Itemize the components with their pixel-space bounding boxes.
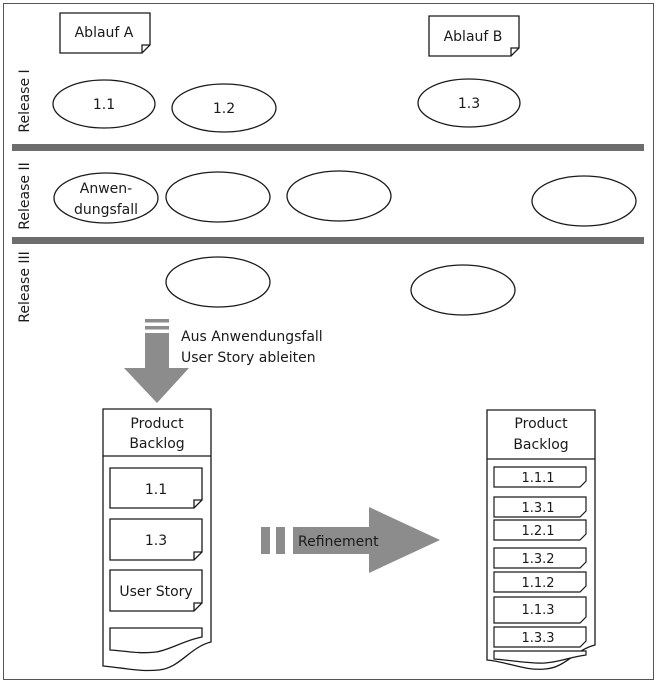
story-card-label: 1.3.2: [521, 552, 554, 567]
use-case-ellipse: [53, 172, 159, 224]
story-card: 1.2.1: [493, 519, 587, 541]
release-label-3: Release III: [17, 251, 33, 323]
use-case-label-line2: dungsfall: [74, 202, 138, 218]
use-case-ellipse: [531, 175, 637, 227]
story-card: 1.3.1: [493, 496, 587, 518]
use-case-ellipse: [286, 170, 392, 222]
derive-text-line1: Aus Anwendungsfall: [181, 329, 323, 345]
use-case-ellipse: [52, 79, 156, 129]
use-case-ellipse: [410, 264, 516, 316]
story-card-label: 1.1.3: [521, 603, 554, 618]
use-case-label-line1: Anwen-: [80, 181, 132, 197]
story-card-label: 1.3.3: [521, 631, 554, 646]
backlog-title-line1: Product: [130, 416, 184, 432]
product-backlog-left: Product Backlog 1.1 1.3 User Story: [102, 408, 212, 672]
story-card-label: 1.1.2: [521, 576, 554, 591]
story-card: User Story: [109, 569, 203, 612]
flow-note-a: Ablauf A: [59, 12, 151, 54]
use-case-label: 1.1: [93, 97, 115, 113]
backlog-title-line1: Product: [514, 416, 568, 432]
use-case-ellipse: [171, 83, 277, 133]
story-card: 1.1: [109, 467, 203, 509]
release-divider: [12, 144, 644, 151]
story-card-label: 1.2.1: [521, 524, 554, 539]
release-label-2: Release II: [17, 162, 33, 229]
refinement-label: Refinement: [298, 534, 379, 550]
story-card-label: User Story: [119, 584, 192, 600]
story-card: 1.1.3: [493, 596, 587, 624]
use-case-ellipse: [417, 78, 521, 128]
release-label-1: Release I: [17, 69, 33, 132]
story-card: 1.1.2: [493, 571, 587, 593]
refinement-arrow: [261, 507, 440, 573]
story-card-label: 1.3: [145, 533, 167, 549]
flow-note-b: Ablauf B: [428, 15, 520, 57]
story-card: 1.3.3: [493, 626, 587, 648]
story-card-label: 1.1: [145, 482, 167, 498]
use-case-label: 1.3: [458, 96, 480, 112]
story-card-label: 1.1.1: [521, 471, 554, 486]
derive-arrow: [124, 319, 189, 403]
use-case-ellipse: [165, 171, 271, 223]
story-card-label: 1.3.1: [521, 501, 554, 516]
flow-label-a: Ablauf A: [75, 25, 134, 41]
use-case-label: 1.2: [213, 101, 235, 117]
use-case-ellipse: [165, 256, 271, 308]
story-card: 1.3: [109, 518, 203, 561]
product-backlog-right: Product Backlog 1.1.1 1.3.1 1.2.1 1.3.2 …: [486, 409, 596, 670]
derive-text-line2: User Story ableiten: [181, 350, 316, 366]
backlog-title-line2: Backlog: [129, 436, 184, 452]
story-card: 1.3.2: [493, 547, 587, 569]
story-card: 1.1.1: [493, 466, 587, 488]
flow-label-b: Ablauf B: [444, 29, 503, 45]
backlog-title-line2: Backlog: [513, 437, 568, 453]
release-divider: [12, 237, 644, 244]
